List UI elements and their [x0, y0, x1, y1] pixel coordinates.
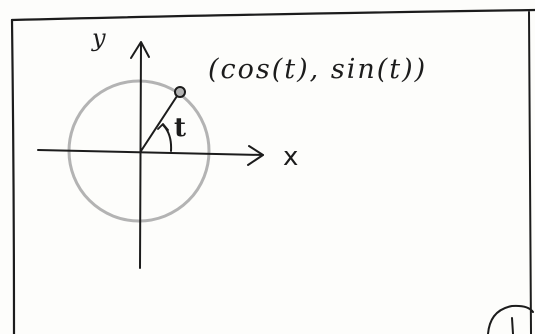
radius-line — [140, 92, 180, 152]
frame-border-left — [10, 18, 16, 334]
x-axis-arrowhead — [247, 145, 264, 166]
x-axis — [37, 149, 264, 156]
corner-circle-mark — [487, 304, 534, 334]
y-axis-label: y — [91, 24, 106, 52]
frame-border-right — [528, 11, 532, 334]
angle-arc-arrowhead — [157, 123, 169, 131]
corner-circle-stroke — [511, 317, 514, 334]
frame-border — [10, 8, 535, 22]
y-axis — [139, 42, 142, 269]
point-coordinates-label: (cos(t), sin(t)) — [208, 54, 427, 85]
point-on-circle — [174, 86, 186, 98]
y-axis-arrowhead — [130, 41, 150, 59]
x-axis-label: x — [283, 142, 298, 172]
angle-label: t — [174, 113, 186, 143]
